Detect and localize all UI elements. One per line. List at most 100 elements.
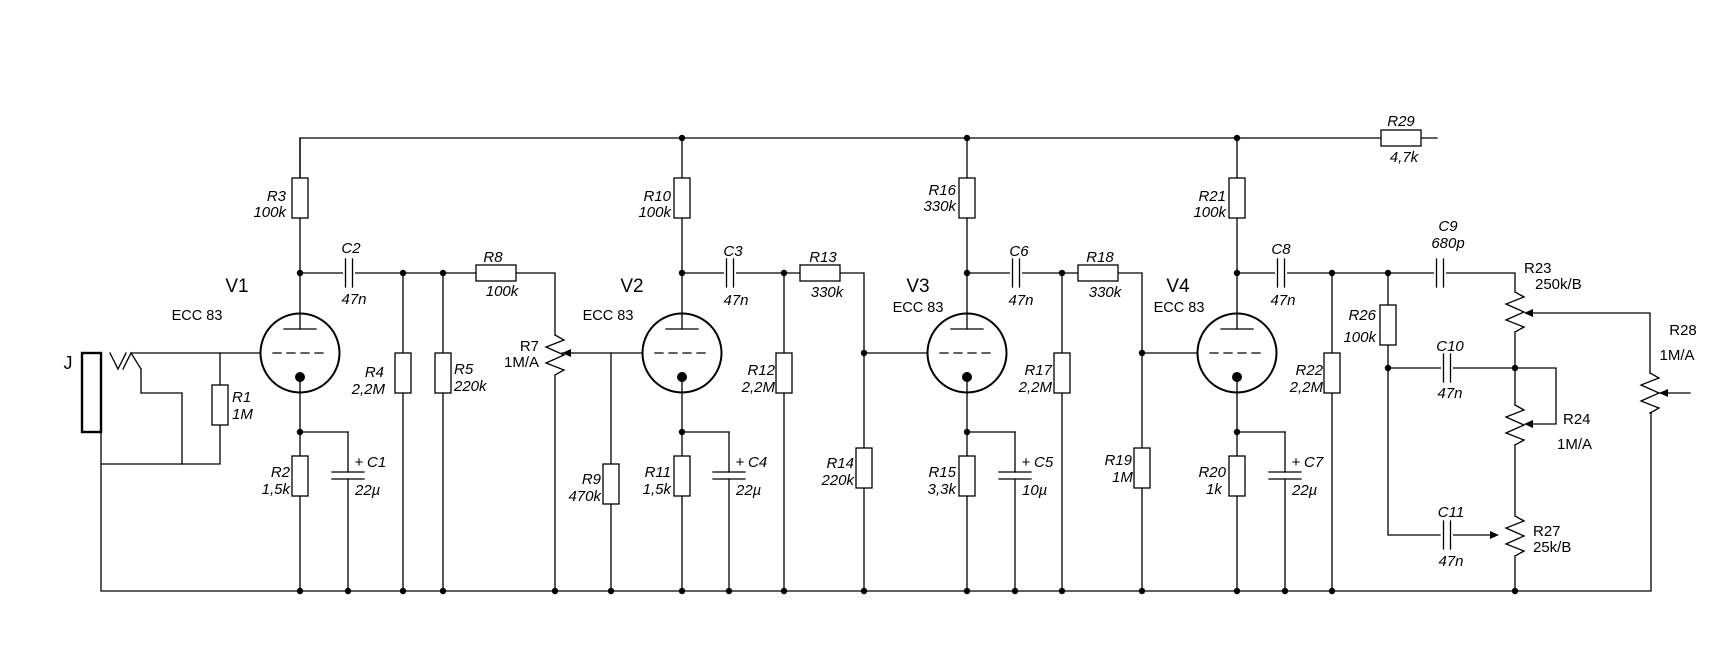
wiper-arrow [1524, 309, 1533, 317]
capacitor-c10 [1441, 353, 1453, 383]
resistor-body [673, 177, 691, 219]
potentiometer-value-label: 1M/A [1659, 347, 1694, 364]
resistor-ref-label: R21 [1198, 188, 1226, 205]
potentiometer-r24 [1504, 404, 1533, 446]
resistor-r19 [1133, 447, 1151, 489]
junction-dot [1138, 587, 1146, 595]
resistor-ref-label: R12 [747, 362, 775, 379]
potentiometer-r7 [544, 334, 571, 376]
resistor-body [394, 352, 412, 394]
resistor-body [1077, 264, 1119, 282]
capacitor-c2 [343, 258, 355, 288]
wiper-arrow [1524, 420, 1533, 428]
potentiometer-ref-label: R23 [1524, 260, 1552, 277]
resistor-body [211, 384, 229, 426]
tube-ref-label: V4 [1166, 276, 1190, 297]
resistor-value-label: 100k [638, 204, 672, 221]
resistor-body [1053, 352, 1071, 394]
junction-dot [963, 269, 971, 277]
junction-dot [780, 587, 788, 595]
capacitor-value-label: 47n [341, 291, 366, 308]
resistor-value-label: 2,2M [1289, 379, 1324, 396]
resistor-value-label: 4,7k [1390, 149, 1420, 166]
potentiometer-zigzag [1504, 291, 1526, 333]
resistor-value-label: 3,3k [928, 481, 958, 498]
potentiometer-ref-label: R27 [1533, 523, 1561, 540]
resistor-ref-label: R2 [271, 464, 291, 481]
electrolytic-capacitor-c4 [712, 431, 746, 592]
tube-4 [1196, 312, 1278, 394]
resistor-ref-label: R29 [1387, 113, 1415, 130]
resistor-r8 [475, 264, 517, 282]
resistor-ref-label: R9 [582, 471, 602, 488]
tube-1 [259, 312, 341, 394]
potentiometer-value-label: 1M/A [1557, 436, 1592, 453]
resistor-ref-label: R8 [483, 249, 503, 266]
junction-dot [1233, 134, 1241, 142]
resistor-ref-label: R18 [1086, 249, 1114, 266]
junction-dot [1281, 587, 1289, 595]
wiring [100, 137, 1652, 592]
capacitor-c9 [1434, 258, 1446, 288]
tube-type-label: ECC 83 [1154, 300, 1205, 316]
potentiometer-zigzag [1504, 404, 1526, 446]
components [80, 129, 1691, 592]
resistor-body [602, 463, 620, 505]
jack-label: J [64, 353, 73, 373]
resistor-r14 [855, 447, 873, 489]
tube-ref-label: V2 [620, 276, 643, 297]
resistor-r4 [394, 352, 412, 394]
resistor-ref-label: R11 [645, 464, 671, 481]
junction-dot [1011, 587, 1019, 595]
tube-3 [926, 312, 1008, 394]
potentiometer-ref-label: R28 [1669, 322, 1697, 339]
potentiometer-r23 [1504, 291, 1533, 333]
potentiometer-value-label: 1M/A [504, 354, 539, 371]
resistor-r22 [1323, 352, 1341, 394]
junction-dot [296, 269, 304, 277]
capacitor-value-label: 22µ [1291, 482, 1317, 499]
resistor-body [673, 455, 691, 497]
resistor-body [1379, 304, 1397, 346]
potentiometer-ref-label: R24 [1563, 411, 1591, 428]
capacitor-gap [1441, 532, 1453, 538]
resistor-r10 [673, 177, 691, 219]
capacitor-value-label: 680p [1431, 235, 1464, 252]
junction-dot [678, 587, 686, 595]
resistor-ref-label: R19 [1104, 452, 1132, 469]
resistor-body [799, 264, 841, 282]
potentiometer-r28 [1639, 372, 1691, 414]
resistor-r17 [1053, 352, 1071, 394]
resistor-value-label: 1,5k [262, 481, 292, 498]
resistor-value-label: 2,2M [351, 381, 386, 398]
resistor-body [1228, 177, 1246, 219]
junction-dot [439, 587, 447, 595]
junction-dot [1384, 364, 1392, 372]
input-jack [80, 351, 142, 434]
resistor-r20 [1228, 455, 1246, 497]
capacitor-ref-label: C4 [748, 454, 767, 471]
resistor-body [958, 455, 976, 497]
capacitor-ref-label: C8 [1271, 241, 1291, 258]
resistor-body [1228, 455, 1246, 497]
resistor-ref-label: R13 [809, 249, 837, 266]
resistor-ref-label: R17 [1024, 362, 1052, 379]
resistor-ref-label: R4 [365, 364, 384, 381]
capacitor-ref-label: C6 [1009, 243, 1029, 260]
resistor-r3 [291, 177, 309, 219]
resistor-ref-label: R16 [928, 182, 956, 199]
jack-ground-wire [100, 423, 221, 465]
resistor-value-label: 220k [820, 472, 855, 489]
junction-dot [860, 349, 868, 357]
capacitor-gap [1441, 365, 1453, 371]
junction-dots [296, 134, 1519, 595]
resistor-ref-label: R3 [267, 188, 287, 205]
junction-dot [1384, 269, 1392, 277]
junction-dot [1328, 269, 1336, 277]
resistor-value-label: 2,2M [1018, 379, 1053, 396]
resistor-r18 [1077, 264, 1119, 282]
resistor-r2 [291, 455, 309, 497]
r8-to-volume-wire [515, 272, 556, 336]
resistor-body [291, 177, 309, 219]
resistor-ref-label: R5 [454, 361, 474, 378]
